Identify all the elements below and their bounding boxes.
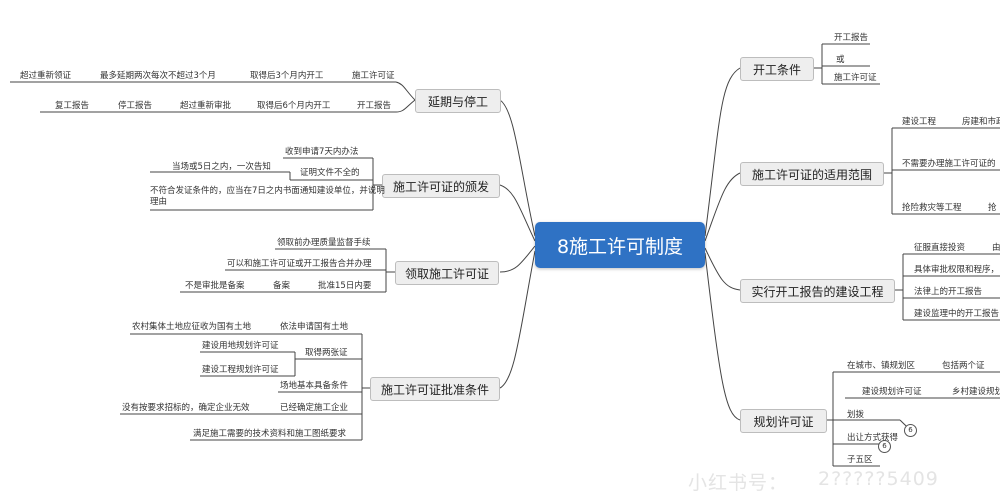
receive-leaf: 领取前办理质量监督手续 (277, 238, 371, 248)
approval-leaf: 农村集体土地应征收为国有土地 (132, 322, 252, 332)
branch-start-report[interactable]: 实行开工报告的建设工程 (740, 279, 895, 303)
approval-leaf: 满足施工需要的技术资料和施工图纸要求 (193, 429, 347, 439)
collapse-badge[interactable]: 6 (878, 440, 891, 453)
scope-leaf: 房建和市政 (962, 117, 1000, 127)
approval-leaf: 已经确定施工企业 (280, 403, 349, 413)
approval-leaf: 建设工程规划许可证 (202, 365, 279, 375)
link-root-report (704, 247, 741, 291)
link-root-scope (704, 172, 741, 242)
receive-leaf: 备案 (273, 281, 291, 291)
approval-leaf: 依法申请国有土地 (280, 322, 349, 332)
link-root-receive (499, 245, 536, 273)
planning-leaf: 子五区 (847, 455, 873, 465)
root-topic[interactable]: 8施工许可制度 (535, 222, 705, 268)
watermark-text: 小红书号： (688, 472, 789, 494)
approval-leaf: 场地基本具备条件 (280, 381, 349, 391)
link-root-delay (499, 99, 536, 237)
collapse-badge[interactable]: 6 (904, 424, 917, 437)
report-leaf: 具体审批权限和程序， (914, 265, 1000, 275)
link-root-planning (704, 252, 741, 421)
approval-leaf: 取得两张证 (305, 348, 348, 358)
report-leaf: 建设监理中的开工报告 (914, 309, 1000, 319)
issue-leaf: 收到申请7天内办法 (285, 147, 359, 157)
scope-leaf: 抢 (988, 203, 997, 213)
planning-leaf: 在城市、镇规划区 (847, 361, 916, 371)
delay-leaf: 取得后6个月内开工 (257, 101, 331, 111)
planning-leaf: 包括两个证 (942, 361, 985, 371)
link-root-start (704, 67, 741, 237)
planning-leaf: 划拨 (847, 410, 865, 420)
planning-leaf: 出让方式获得 (847, 433, 899, 443)
issue-leaf: 当场或5日之内，一次告知 (172, 162, 271, 172)
delay-leaf: 开工报告 (357, 101, 392, 111)
delay-leaf: 复工报告 (55, 101, 90, 111)
delay-leaf: 最多延期两次每次不超过3个月 (100, 71, 216, 81)
scope-leaf: 建设工程 (902, 117, 937, 127)
approval-leaf: 没有按要求招标的，确定企业无效 (122, 403, 250, 413)
issue-leaf: 不符合发证条件的，应当在7日之内书面通知建设单位，并说明理由 (150, 186, 385, 207)
receive-leaf: 批准15日内要 (318, 281, 372, 291)
report-leaf: 法律上的开工报告 (914, 287, 983, 297)
branch-approval[interactable]: 施工许可证批准条件 (370, 377, 500, 401)
report-leaf: 由 (992, 243, 1000, 253)
link-root-issue (499, 184, 536, 242)
start-leaf: 开工报告 (834, 33, 869, 43)
link-root-approval (499, 250, 536, 389)
start-leaf: 施工许可证 (834, 73, 877, 83)
branch-planning[interactable]: 规划许可证 (740, 409, 827, 433)
receive-leaf: 不是审批是备案 (185, 281, 245, 291)
branch-scope[interactable]: 施工许可证的适用范围 (740, 162, 884, 186)
branch-receive[interactable]: 领取施工许可证 (395, 261, 499, 285)
branch-start-condition[interactable]: 开工条件 (740, 57, 814, 81)
receive-leaf: 可以和施工许可证或开工报告合并办理 (227, 259, 372, 269)
report-leaf: 征服直接投资 (914, 243, 966, 253)
planning-leaf: 建设规划许可证 (862, 387, 922, 397)
branch-issue[interactable]: 施工许可证的颁发 (382, 174, 500, 198)
watermark-id: 2?????5409 (818, 468, 939, 490)
approval-leaf: 建设用地规划许可证 (202, 341, 279, 351)
scope-leaf: 不需要办理施工许可证的 (902, 159, 996, 169)
delay-leaf: 停工报告 (118, 101, 153, 111)
delay-leaf: 取得后3个月内开工 (250, 71, 324, 81)
issue-leaf: 证明文件不全的 (300, 168, 360, 178)
delay-leaf: 超过重新领证 (20, 71, 72, 81)
planning-leaf: 乡村建设规划 (952, 387, 1000, 397)
start-leaf: 或 (836, 55, 845, 65)
scope-leaf: 抢险救灾等工程 (902, 203, 962, 213)
delay-leaf: 超过重新审批 (180, 101, 232, 111)
branch-delay[interactable]: 延期与停工 (415, 89, 501, 113)
delay-leaf: 施工许可证 (352, 71, 395, 81)
